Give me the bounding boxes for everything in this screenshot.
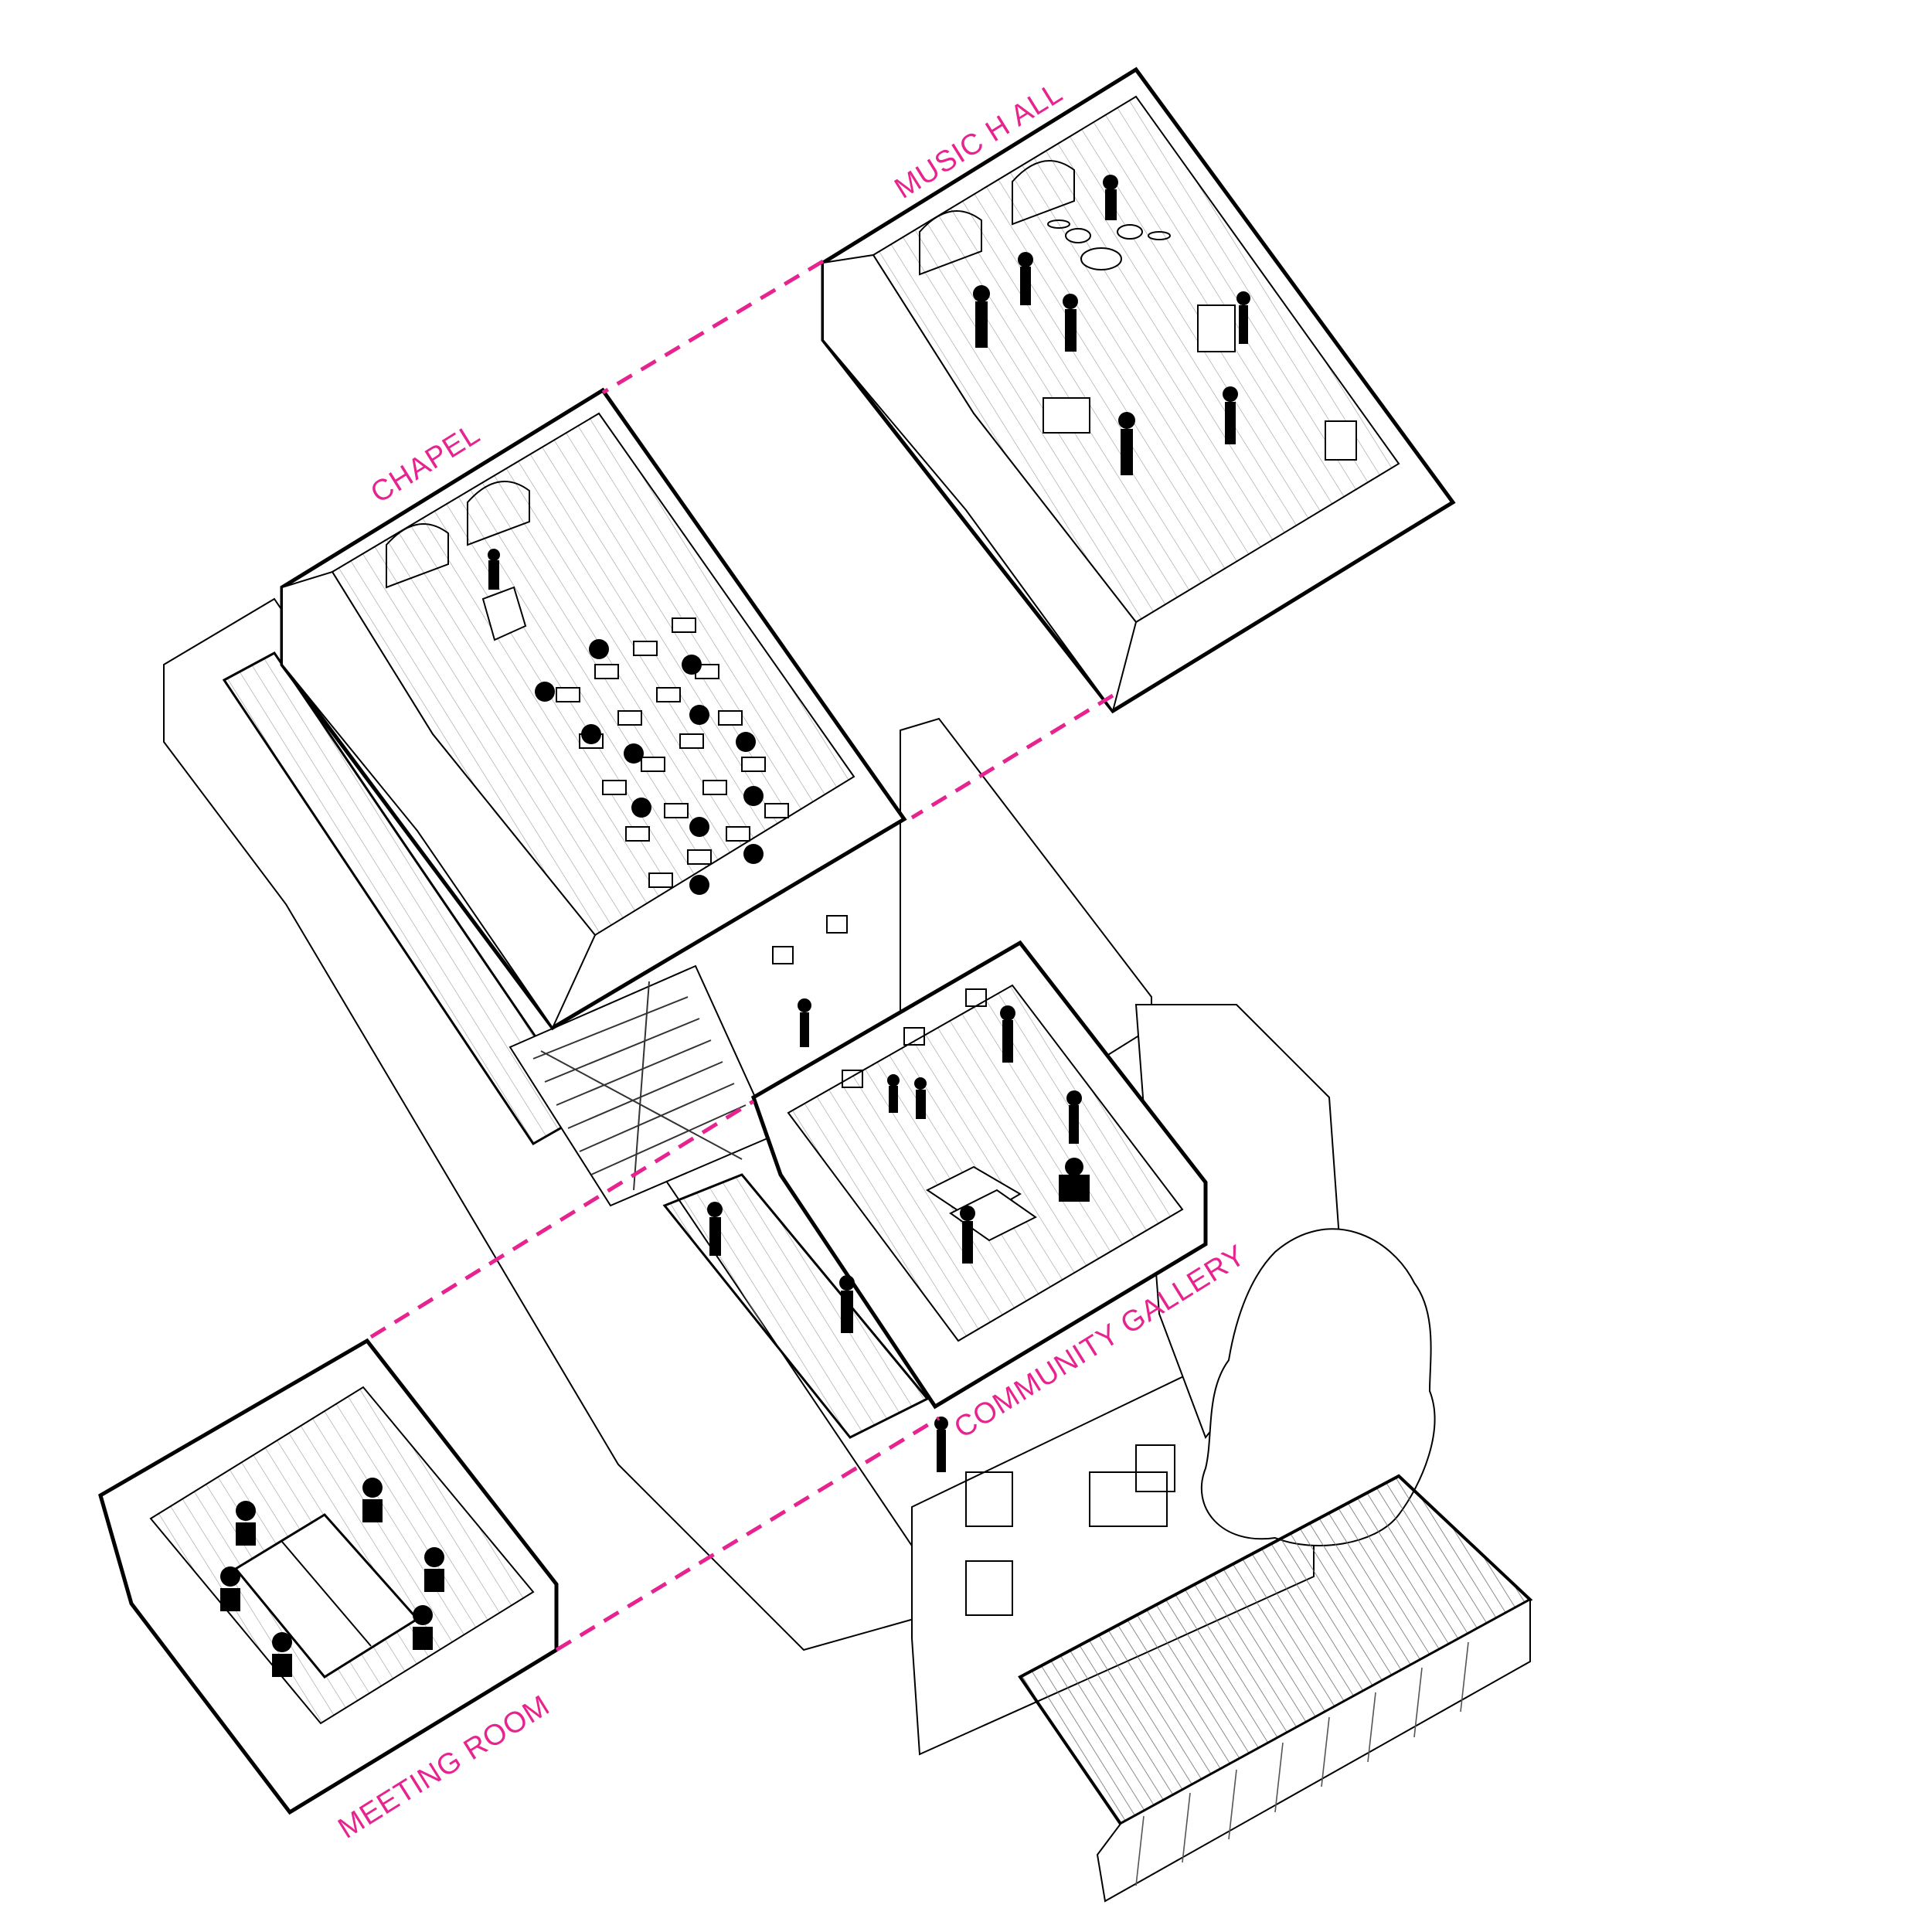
gallery-corridor-floor: [662, 1173, 930, 1439]
preacher-silhouette: [488, 560, 499, 590]
facade-windows: [965, 1444, 1175, 1616]
gallery-visitors: [707, 998, 1090, 1333]
community-gallery-room: [707, 915, 1208, 1410]
drum-kit: [1047, 219, 1171, 270]
congregation: [535, 639, 764, 895]
music-hall-window: [1012, 160, 1075, 226]
person-silhouette: [937, 1430, 946, 1472]
connector-music-hall-bottom: [910, 693, 1114, 820]
mixing-desk: [1197, 304, 1236, 352]
table-seam: [281, 1541, 372, 1647]
pews: [556, 617, 789, 888]
music-hall-room: [821, 66, 1456, 714]
cabinet: [1325, 420, 1357, 461]
stair-treads: [532, 981, 747, 1191]
connector-lines: [369, 259, 1114, 1652]
chapel-window: [386, 523, 449, 589]
gallery-floor: [787, 984, 1184, 1342]
music-hall-side-wall: [822, 253, 1138, 713]
musicians: [973, 175, 1250, 475]
chapel-window: [467, 481, 530, 546]
chapel-side-wall: [281, 570, 597, 1030]
gallery-artworks: [772, 915, 987, 1088]
keyboard-rig: [1043, 397, 1090, 434]
meeting-attendees: [220, 1478, 444, 1677]
music-hall-window: [919, 210, 982, 276]
connector-meeting-top: [369, 1099, 755, 1339]
meeting-room: [98, 1338, 559, 1815]
pulpit: [481, 586, 527, 641]
chapel-room: [280, 387, 907, 1031]
person-silhouette: [934, 1417, 948, 1430]
porch-railing: [1096, 1598, 1531, 1903]
connector-music-hall-top: [601, 259, 825, 395]
railing-balusters: [1135, 1641, 1469, 1886]
connector-meeting-bottom: [555, 1416, 940, 1652]
preacher-silhouette: [488, 549, 500, 561]
